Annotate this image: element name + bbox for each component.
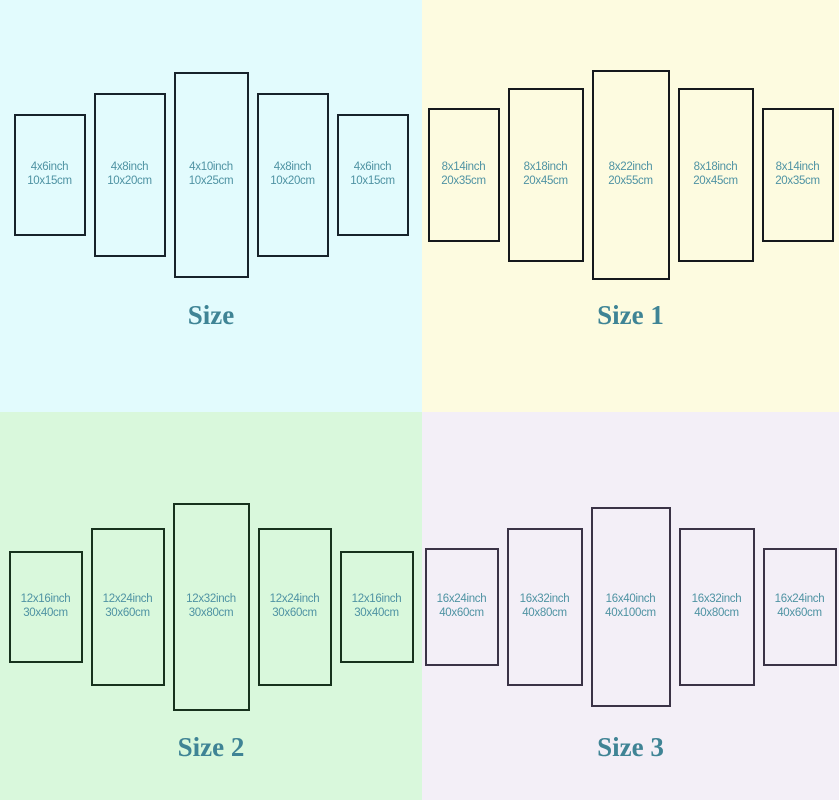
- panel-size-cm: 20x35cm: [441, 175, 486, 187]
- panel-size-cm: 30x40cm: [23, 607, 68, 619]
- panel-size-cm: 30x60cm: [105, 607, 150, 619]
- panel-size-cm: 30x40cm: [354, 607, 399, 619]
- panel-size-inches: 8x14inch: [775, 161, 820, 174]
- panel-size-cm: 10x20cm: [270, 175, 315, 187]
- panel-size-cm: 20x35cm: [775, 175, 820, 187]
- panel-size-cm: 20x45cm: [523, 175, 568, 187]
- size-title-size3: Size 3: [597, 732, 664, 762]
- panel-size-cm: 40x60cm: [777, 607, 822, 619]
- panel-size-inches: 8x22inch: [608, 161, 653, 174]
- size-title-size: Size: [187, 300, 235, 330]
- panel-size-inches: 8x14inch: [441, 161, 486, 174]
- panel-size-inches: 8x18inch: [523, 161, 568, 174]
- panel-size-inches: 8x18inch: [693, 161, 738, 174]
- panel-size-inches: 12x16inch: [351, 593, 402, 606]
- size-title-size1: Size 1: [597, 300, 664, 330]
- panel-size-cm: 30x80cm: [188, 607, 234, 619]
- panel-size-inches: 12x24inch: [102, 593, 153, 606]
- panel-size-inches: 12x24inch: [269, 593, 320, 606]
- panel-size-cm: 40x80cm: [522, 607, 567, 619]
- size-title-size2: Size 2: [177, 732, 245, 762]
- panel-size-cm: 40x60cm: [439, 607, 484, 619]
- panel-size-cm: 10x15cm: [27, 175, 72, 187]
- panel-size-inches: 4x6inch: [353, 161, 392, 174]
- panel-size-inches: 16x32inch: [519, 593, 570, 606]
- panel-size-inches: 16x32inch: [691, 593, 742, 606]
- panel-size-inches: 16x24inch: [436, 593, 487, 606]
- panel-size-cm: 30x60cm: [272, 607, 317, 619]
- panel-size-cm: 40x80cm: [694, 607, 739, 619]
- panel-size-cm: 20x55cm: [608, 175, 653, 187]
- panel-size-cm: 20x45cm: [693, 175, 738, 187]
- panel-size-inches: 4x8inch: [273, 161, 312, 174]
- panel-size-inches: 12x32inch: [186, 593, 236, 606]
- panel-size-inches: 12x16inch: [20, 593, 71, 606]
- panel-size-inches: 4x8inch: [110, 161, 149, 174]
- panel-size-inches: 4x10inch: [189, 161, 233, 174]
- panel-size-inches: 16x24inch: [774, 593, 825, 606]
- panel-size-cm: 40x100cm: [605, 607, 656, 619]
- panel-size-cm: 10x25cm: [188, 175, 234, 187]
- panel-size-inches: 16x40inch: [605, 593, 656, 606]
- panel-size-cm: 10x15cm: [350, 175, 395, 187]
- panel-size-inches: 4x6inch: [30, 161, 69, 174]
- panel-size-cm: 10x20cm: [107, 175, 152, 187]
